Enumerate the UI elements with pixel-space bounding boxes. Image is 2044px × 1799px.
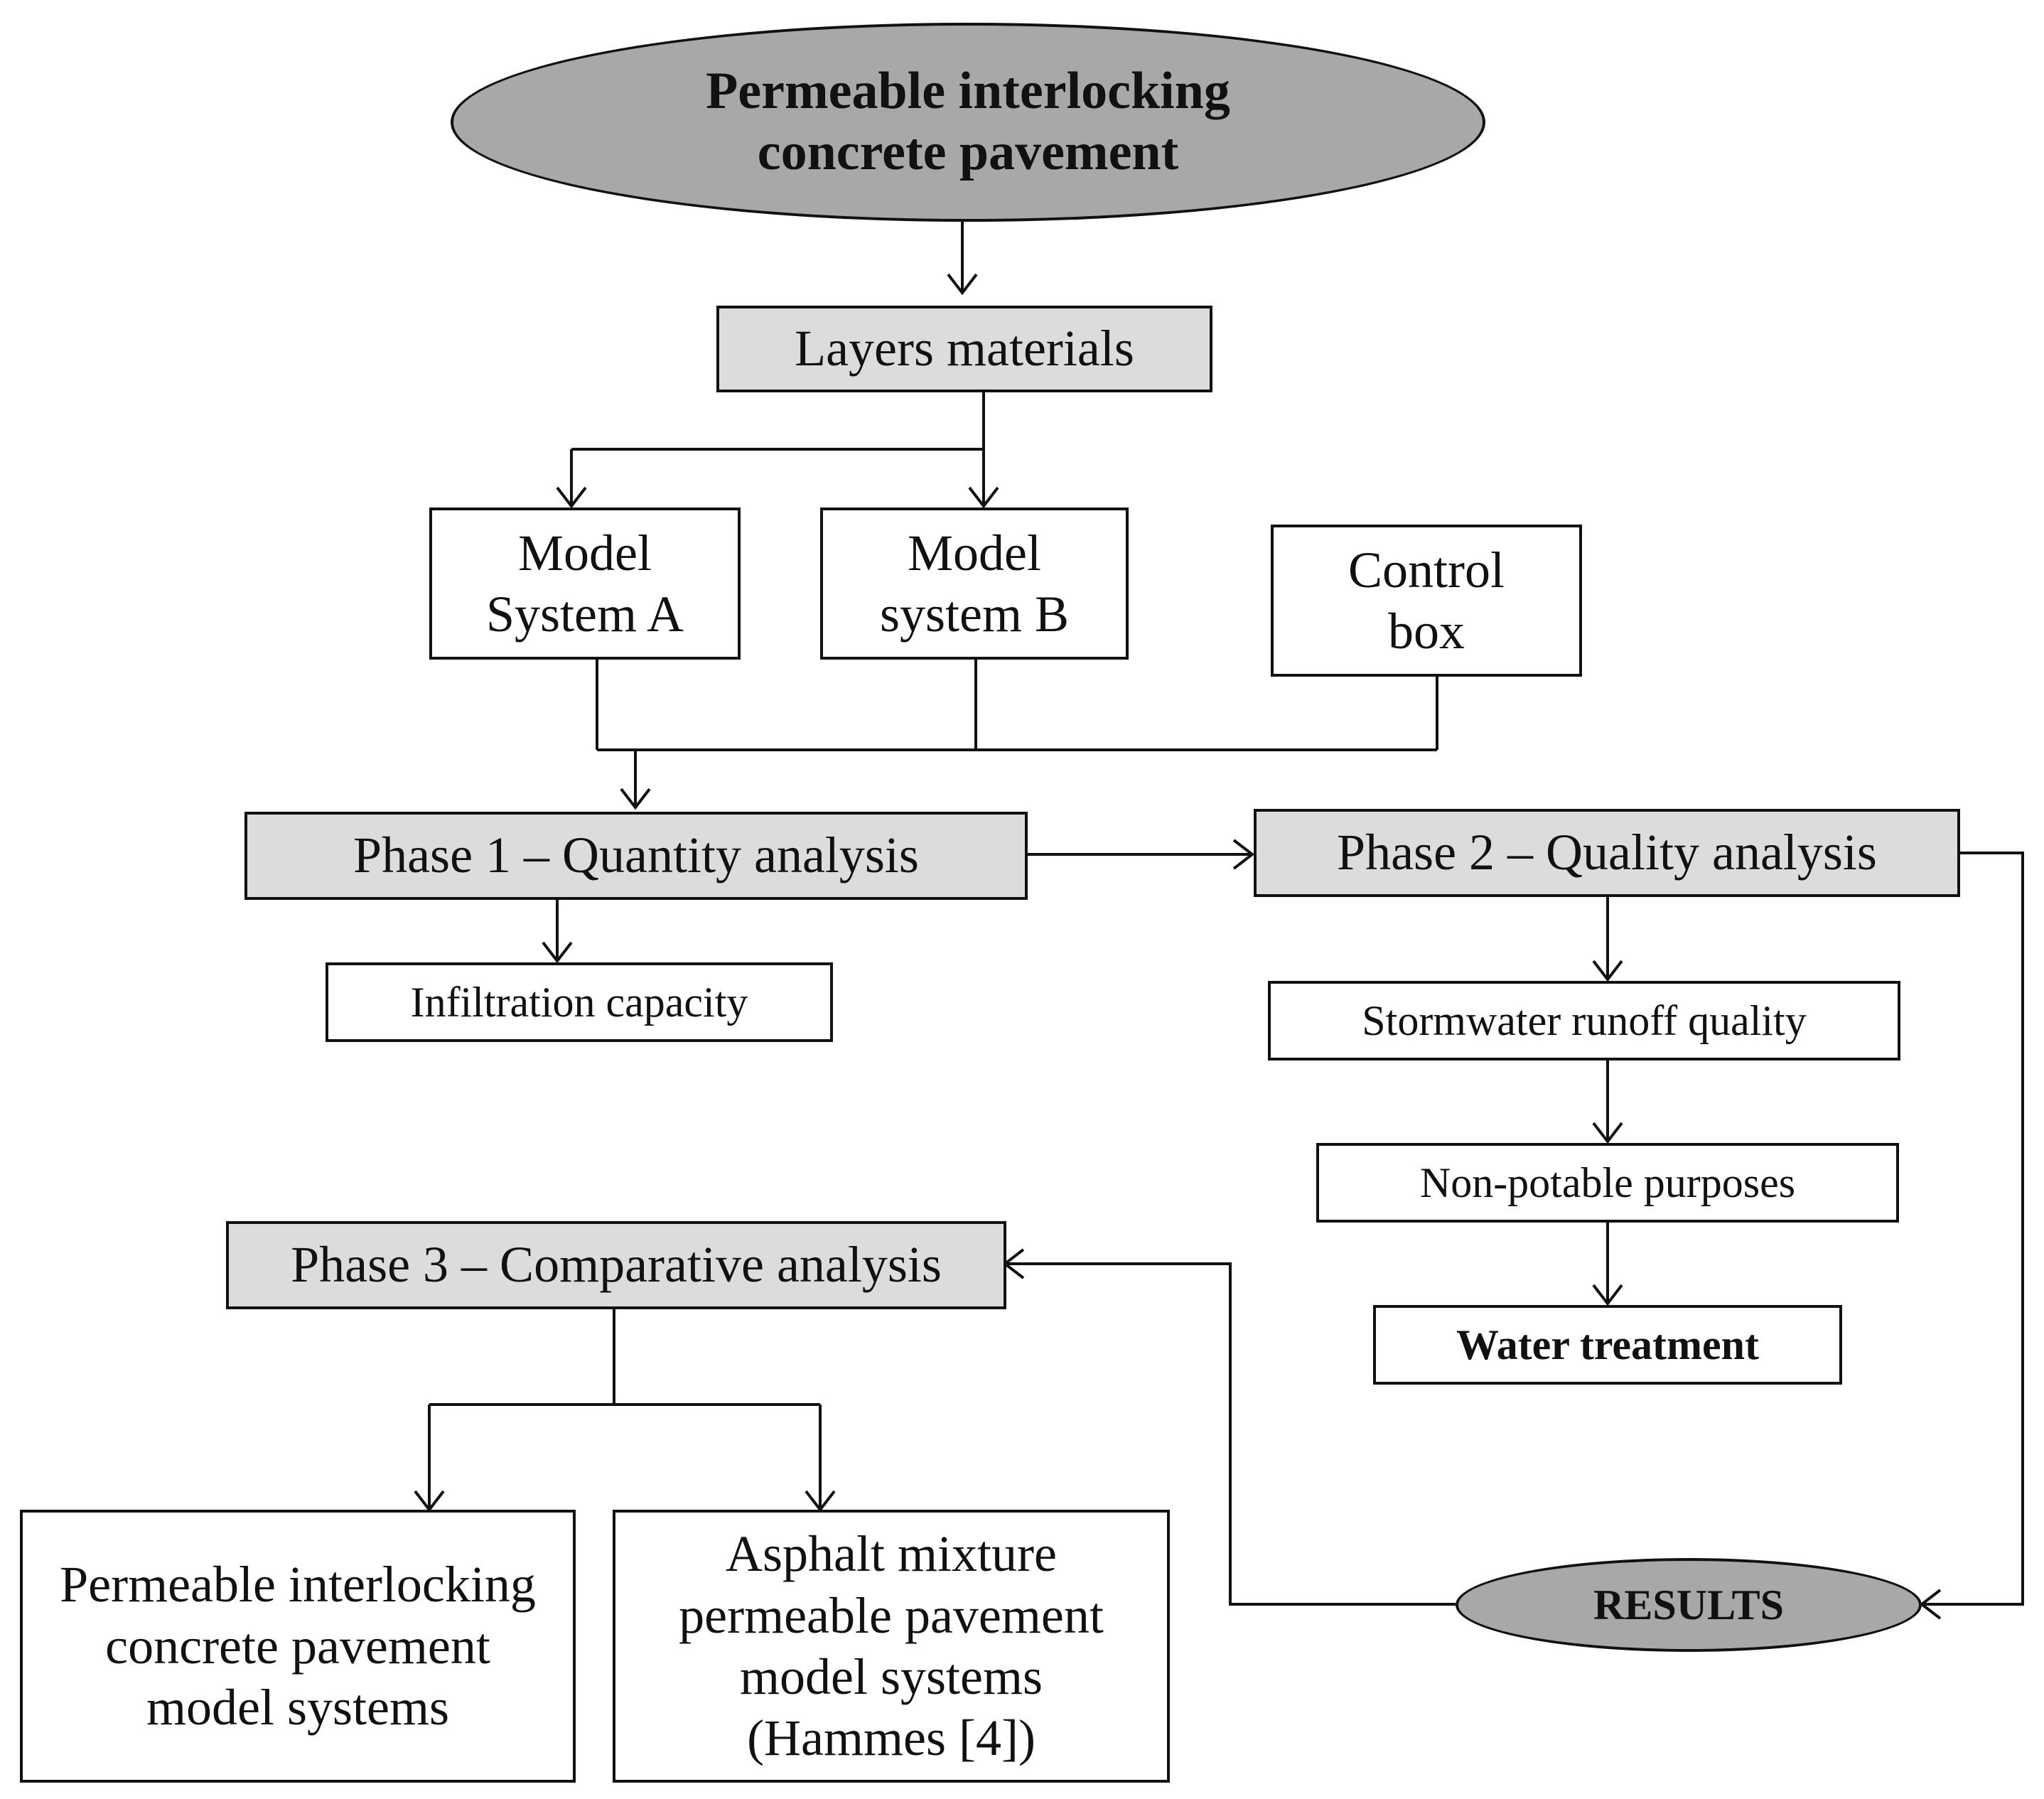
- arrowhead-infiltration: [542, 941, 573, 964]
- picp-model-systems-label: Permeable interlocking concrete pavement…: [60, 1556, 536, 1736]
- connector-phase2-to-results: [1922, 852, 2024, 1606]
- phase3-box: Phase 3 – Comparative analysis: [226, 1221, 1006, 1309]
- control-box-label: Control box: [1348, 541, 1505, 660]
- picp-model-systems-box: Permeable interlocking concrete pavement…: [20, 1510, 576, 1783]
- root-ellipse: Permeable interlocking concrete pavement: [451, 23, 1485, 222]
- arrowhead-results: [1919, 1589, 1942, 1620]
- phase2-label: Phase 2 – Quality analysis: [1337, 824, 1877, 881]
- arrowhead-layers: [947, 273, 978, 296]
- infiltration-capacity-label: Infiltration capacity: [410, 979, 748, 1026]
- arrowhead-nonpotable: [1592, 1122, 1623, 1144]
- control-box: Control box: [1271, 525, 1582, 677]
- phase1-label: Phase 1 – Quantity analysis: [353, 827, 919, 884]
- layers-materials-label: Layers materials: [795, 320, 1134, 377]
- water-treatment-box: Water treatment: [1373, 1305, 1842, 1385]
- phase3-label: Phase 3 – Comparative analysis: [291, 1236, 942, 1294]
- model-system-a-label: Model System A: [485, 524, 684, 643]
- model-system-b-label: Model system B: [879, 524, 1070, 643]
- arrowhead-stormwater: [1592, 960, 1623, 982]
- layers-materials-box: Layers materials: [716, 306, 1212, 392]
- phase1-box: Phase 1 – Quantity analysis: [244, 812, 1028, 900]
- arrowhead-model-a: [556, 486, 587, 509]
- arrowhead-treatment: [1592, 1284, 1623, 1306]
- water-treatment-label: Water treatment: [1456, 1321, 1759, 1368]
- root-label: Permeable interlocking concrete pavement: [706, 62, 1230, 181]
- model-system-a-box: Model System A: [429, 508, 741, 660]
- phase2-box: Phase 2 – Quality analysis: [1254, 809, 1960, 897]
- model-system-b-box: Model system B: [820, 508, 1129, 660]
- connector-layers-to-models: [570, 392, 985, 505]
- connector-models-to-phase1: [596, 660, 1438, 807]
- stormwater-quality-label: Stormwater runoff quality: [1362, 997, 1807, 1044]
- stormwater-quality-box: Stormwater runoff quality: [1268, 981, 1900, 1060]
- non-potable-purposes-label: Non-potable purposes: [1419, 1159, 1796, 1206]
- arrowhead-phase2: [1232, 839, 1255, 870]
- infiltration-capacity-box: Infiltration capacity: [326, 962, 833, 1042]
- connector-phase3-to-groups: [428, 1308, 822, 1510]
- results-ellipse: RESULTS: [1456, 1558, 1922, 1652]
- results-label: RESULTS: [1593, 1581, 1784, 1628]
- asphalt-model-systems-label: Asphalt mixture permeable pavement model…: [679, 1525, 1104, 1767]
- asphalt-model-systems-box: Asphalt mixture permeable pavement model…: [613, 1510, 1170, 1783]
- arrowhead-phase1: [620, 788, 651, 810]
- arrowhead-model-b: [968, 486, 999, 509]
- non-potable-purposes-box: Non-potable purposes: [1316, 1143, 1899, 1223]
- connector-results-to-phase3: [1005, 1262, 1456, 1606]
